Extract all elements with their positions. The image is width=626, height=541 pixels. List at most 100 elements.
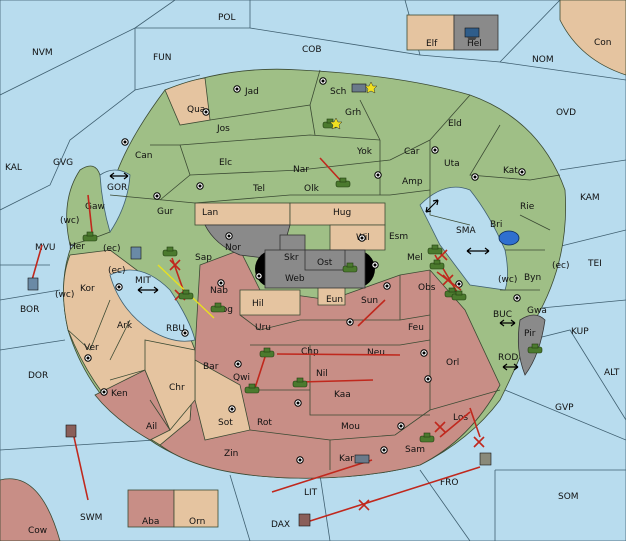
fleet-icon[interactable] — [354, 454, 370, 464]
supply-center-icon — [153, 192, 161, 200]
label-POL: POL — [218, 13, 236, 23]
province-Elf[interactable] — [406, 14, 455, 51]
province-Hil[interactable] — [239, 289, 301, 316]
label-Eun: Eun — [326, 295, 343, 305]
supply-center-icon — [115, 283, 123, 291]
label-TEI: TEI — [587, 259, 602, 269]
fleet-icon[interactable] — [498, 230, 520, 246]
label-Ver: Ver — [84, 343, 99, 353]
fleet-icon[interactable] — [351, 83, 367, 93]
army-icon[interactable] — [292, 377, 308, 388]
supply-center-icon — [383, 282, 391, 290]
army-icon[interactable] — [451, 290, 467, 301]
army-icon[interactable] — [527, 343, 543, 354]
supply-center-icon — [255, 272, 263, 280]
army-icon[interactable] — [419, 432, 435, 443]
supply-center-icon — [424, 375, 432, 383]
fleet-icon[interactable] — [479, 452, 492, 466]
army-icon[interactable] — [429, 259, 445, 270]
label-Esm: Esm — [389, 232, 408, 242]
army-icon[interactable] — [178, 289, 194, 300]
fleet-icon[interactable] — [27, 277, 39, 291]
label-Eld: Eld — [448, 119, 462, 129]
label-Bri: Bri — [490, 220, 502, 230]
supply-center-icon — [121, 138, 129, 146]
label-Rot: Rot — [257, 418, 272, 428]
label-Feu: Feu — [408, 323, 424, 333]
sea-GOR[interactable] — [99, 169, 131, 233]
label-MVU: MVU — [35, 243, 56, 253]
supply-center-icon — [233, 85, 241, 93]
army-icon[interactable] — [427, 244, 443, 255]
label-Sot: Sot — [218, 418, 233, 428]
label-Gaw: Gaw — [85, 202, 105, 212]
army-icon[interactable] — [335, 177, 351, 188]
label-Con: Con — [594, 38, 612, 48]
sea-SMA[interactable] — [419, 186, 508, 291]
army-icon[interactable] — [82, 231, 98, 242]
province-Wil[interactable] — [329, 224, 386, 251]
army-icon[interactable] — [259, 347, 275, 358]
supply-center-icon — [518, 168, 526, 176]
fleet-icon[interactable] — [464, 27, 480, 40]
sea-RBU[interactable] — [109, 269, 196, 342]
army-icon[interactable] — [162, 246, 178, 257]
label-KUP: KUP — [571, 327, 589, 337]
label-Hil: Hil — [252, 299, 264, 309]
label-Hel: Hel — [467, 39, 482, 49]
fleet-icon[interactable] — [65, 424, 77, 438]
label-Los: Los — [453, 413, 468, 423]
label-Chr: Chr — [169, 383, 185, 393]
order-arrows — [31, 157, 481, 522]
label-Nar: Nar — [293, 165, 309, 175]
label-Gwa: Gwa — [527, 306, 547, 316]
supply-center-icon — [371, 261, 379, 269]
label-KAM: KAM — [580, 193, 600, 203]
army-icon[interactable] — [210, 302, 226, 313]
label-Ark: Ark — [117, 321, 133, 331]
supply-center-icon — [234, 360, 242, 368]
label-Nor: Nor — [225, 243, 241, 253]
label-Amp: Amp — [402, 177, 423, 187]
grey-labels: Hel Nor Skr Ost Web Pir — [225, 39, 536, 339]
supply-center-icon — [380, 446, 388, 454]
label-Neu: Neu — [367, 348, 385, 358]
label-RBU: RBU — [166, 324, 185, 334]
label-SOM: SOM — [558, 492, 579, 502]
label-Kor: Kor — [80, 284, 95, 294]
fleet-icon[interactable] — [130, 246, 142, 260]
province-Orn[interactable] — [173, 489, 219, 528]
label-Tel: Tel — [252, 184, 265, 194]
tan-labels: Elf Lan Hug Wil Kor Ark Ver Chr Ail Sot … — [80, 39, 438, 527]
province-borders — [67, 69, 561, 470]
label-Rie: Rie — [520, 202, 535, 212]
supply-center-icon — [431, 146, 439, 154]
coast-tag-Kor-wc: (wc) — [55, 290, 74, 300]
coast-tag-Byn-wc: (wc) — [498, 275, 517, 285]
province-Ken[interactable] — [94, 369, 171, 441]
army-icon[interactable] — [342, 262, 358, 273]
label-Sun: Sun — [361, 296, 378, 306]
army-icon[interactable] — [244, 383, 260, 394]
label-Bar: Bar — [203, 362, 219, 372]
label-Her: Her — [69, 242, 85, 252]
label-Sap: Sap — [195, 253, 212, 263]
armies — [82, 118, 543, 443]
label-Elc: Elc — [219, 158, 232, 168]
label-Car: Car — [404, 147, 420, 157]
label-Jad: Jad — [244, 87, 259, 97]
star-icon — [329, 81, 378, 130]
supply-center-icon — [358, 234, 366, 242]
label-Kaa: Kaa — [334, 390, 351, 400]
label-Kar: Kar — [339, 454, 354, 464]
label-DOR: DOR — [28, 371, 48, 381]
province-Chr[interactable] — [144, 339, 196, 431]
label-SMA: SMA — [456, 226, 476, 236]
province-Ost[interactable] — [304, 249, 346, 271]
supply-center-icon — [181, 329, 189, 337]
coast-tag-Byn-ec: (ec) — [552, 261, 570, 271]
fleet-icon[interactable] — [298, 513, 311, 527]
supply-center-icon — [196, 182, 204, 190]
